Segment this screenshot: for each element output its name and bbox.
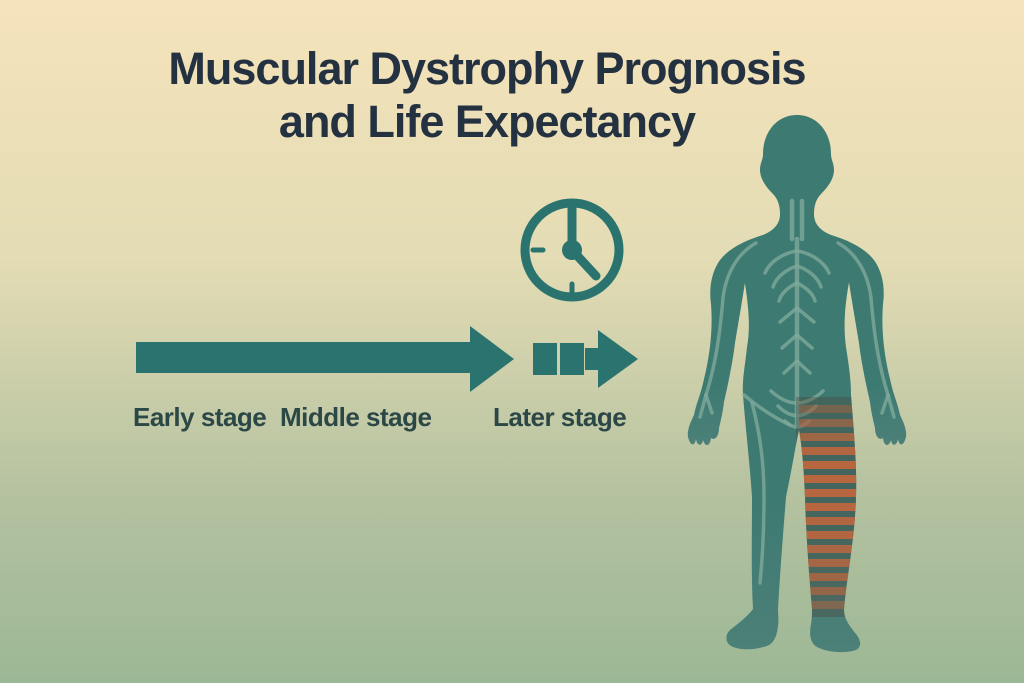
title-line-2: and Life Expectancy — [278, 96, 696, 148]
clock-icon — [520, 198, 624, 302]
stage-label-later: Later stage — [493, 402, 627, 432]
striped-weakened-leg — [796, 397, 864, 617]
clock-center-dot — [562, 240, 582, 260]
human-body-silhouette — [687, 115, 907, 653]
arrow-shaft — [136, 342, 470, 373]
stage-label-middle: Middle stage — [280, 402, 432, 432]
arrow-dash-2 — [560, 343, 584, 375]
progression-arrow-icon — [136, 326, 638, 392]
fast-forward-head — [598, 330, 638, 388]
arrow-head — [470, 326, 514, 392]
stage-label-early: Early stage — [133, 402, 267, 432]
fast-forward-stub — [585, 348, 601, 370]
nervous-system-lines — [698, 198, 896, 585]
title-line-1: Muscular Dystrophy Prognosis — [168, 43, 806, 94]
fast-forward-arrow-icon — [585, 330, 638, 388]
arrow-dash-1 — [533, 343, 557, 375]
